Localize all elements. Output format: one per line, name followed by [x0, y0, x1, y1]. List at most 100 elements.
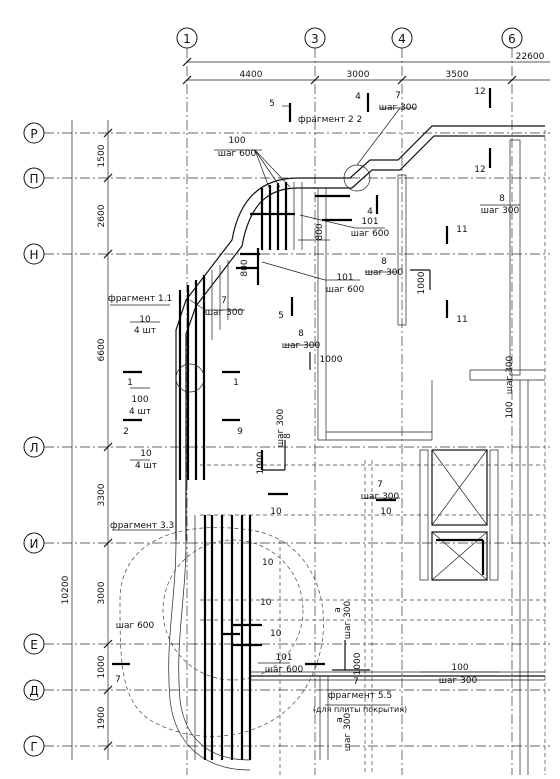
axis-label-i: И [30, 537, 39, 551]
axis-bubble-l: Л [23, 436, 45, 458]
label-10-e: 10 [270, 629, 282, 639]
label-frag33: фрагмент 3.3 [110, 521, 174, 531]
label-shag600-c: шаг 600 [116, 621, 155, 631]
marker-12-mid: 12 [474, 165, 485, 175]
label-7-d: 7 [353, 677, 359, 687]
dim-left-5: 10200 [61, 575, 71, 604]
marker-7: 7 [115, 675, 121, 685]
axis-bubble-r: Р [23, 122, 45, 144]
label-7-c: 7 [377, 480, 383, 490]
marker-5-mid: 5 [278, 311, 284, 321]
label-shag300-vert-a: шаг 300 [276, 408, 286, 447]
label-shag300-vert-b: шаг 300 [343, 600, 353, 639]
marker-12-top: 12 [474, 87, 485, 97]
dim-left-1: 1500 [97, 144, 107, 167]
dim-left-3: 6600 [97, 338, 107, 361]
axis-label-r: Р [30, 127, 37, 141]
axis-label-6: 6 [508, 32, 516, 46]
label-shag600-top: шаг 600 [218, 149, 257, 159]
leader-lines [110, 107, 520, 706]
axis-bubble-3: 3 [304, 27, 326, 49]
label-101-b: 101 [336, 273, 353, 283]
label-10-a: 10 [139, 315, 151, 325]
marker-1-b: 1 [233, 378, 239, 388]
axis-label-3: 3 [311, 32, 319, 46]
axis-bubble-i: И [23, 532, 45, 554]
dim-left-8: 1900 [97, 706, 107, 729]
axis-label-4: 4 [398, 32, 406, 46]
hidden-lines [119, 130, 546, 775]
dim-top-1: 4400 [240, 70, 263, 80]
label-1000-b: 1000 [320, 355, 343, 365]
label-frag11: фрагмент 1.1 [108, 294, 172, 304]
label-4sht-a: 4 шт [134, 326, 156, 336]
label-8-vert-a: 8 [283, 433, 293, 439]
label-4sht-b: 4 шт [129, 407, 151, 417]
axis-bubble-n: Н [23, 243, 45, 265]
marker-4-mid: 4 [367, 207, 373, 217]
label-shag300-right: шаг 300 [481, 206, 520, 216]
marker-2: 2 [123, 427, 129, 437]
axis-label-p: П [29, 172, 38, 186]
marker-9: 9 [237, 427, 243, 437]
section-markers [112, 88, 492, 666]
marker-11-b: 11 [456, 315, 467, 325]
axis-bubble-d: Д [23, 679, 45, 701]
label-800-b: 800 [240, 259, 250, 276]
label-100-a: 100 [131, 395, 148, 405]
dim-left-7: 1000 [97, 655, 107, 678]
label-shag300-d: шаг 300 [439, 676, 478, 686]
label-shag300-b: шаг 300 [282, 341, 321, 351]
label-10-d: 10 [260, 598, 272, 608]
label-shag600-a: шаг 600 [351, 229, 390, 239]
axis-label-l: Л [29, 441, 38, 455]
label-800-a: 800 [315, 223, 325, 240]
label-100-b: 100 [451, 663, 468, 673]
label-frag22: фрагмент 2 2 [298, 115, 362, 125]
label-1000-a: 1000 [417, 271, 427, 294]
label-a-a: а [333, 607, 343, 613]
marker-1-a: 1 [127, 378, 133, 388]
axis-bubble-p: П [23, 167, 45, 189]
label-shag300-vert-r: шаг 300 [505, 355, 515, 394]
axis-label-n: Н [29, 248, 38, 262]
axis-label-d: Д [29, 684, 38, 698]
axis-bubble-4: 4 [391, 27, 413, 49]
label-1000-c: 1000 [256, 451, 266, 474]
dim-top-3: 3500 [446, 70, 469, 80]
label-101-a: 101 [361, 217, 378, 227]
label-shag300-vert-c: шаг 300 [343, 712, 353, 751]
axis-bubble-e: Е [23, 633, 45, 655]
label-shag300-a: шаг 300 [205, 308, 244, 318]
top-dimension-lines [182, 57, 550, 85]
marker-5-top: 5 [269, 99, 275, 109]
axis-bubble-6: 6 [501, 27, 523, 49]
label-shag300-mid: шаг 300 [365, 268, 404, 278]
label-10-b: 10 [140, 449, 152, 459]
marker-11-a: 11 [456, 225, 467, 235]
label-8-b: 8 [298, 329, 304, 339]
label-10-c: 10 [262, 558, 274, 568]
marker-4-top: 4 [355, 92, 361, 102]
label-100-vert: 100 [505, 401, 515, 418]
detail-circles [175, 107, 401, 393]
label-7-top: 7 [395, 91, 401, 101]
label-for-slab: (для плиты покрытия) [313, 705, 407, 714]
label-frag55: фрагмент 5.5 [328, 691, 392, 701]
left-dimension-lines [71, 120, 113, 760]
marker-10-b: 10 [380, 507, 392, 517]
label-shag300-top: шаг 300 [379, 103, 418, 113]
label-8-right: 8 [499, 194, 505, 204]
axis-bubble-g: Г [23, 735, 45, 757]
label-8-mid: 8 [381, 257, 387, 267]
label-101-c: 101 [275, 653, 292, 663]
label-shag600-b: шаг 600 [326, 285, 365, 295]
label-100-top: 100 [228, 136, 245, 146]
label-4sht-c: 4 шт [135, 461, 157, 471]
dim-left-2: 2600 [97, 204, 107, 227]
dim-left-6: 3000 [97, 581, 107, 604]
dim-top-2: 3000 [347, 70, 370, 80]
dim-overall: 22600 [516, 52, 545, 62]
axis-label-e: Е [30, 638, 38, 652]
